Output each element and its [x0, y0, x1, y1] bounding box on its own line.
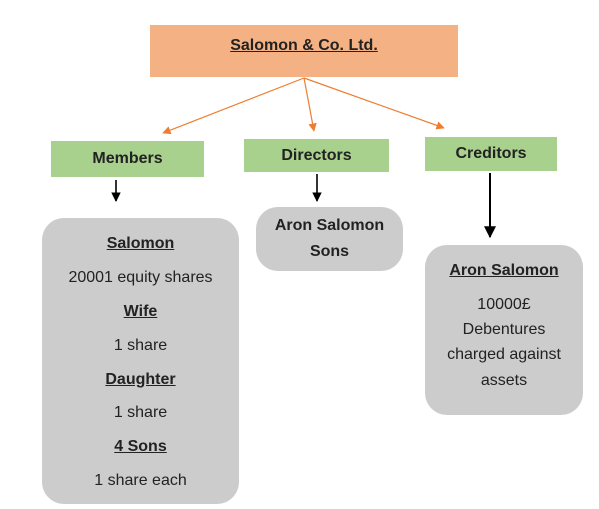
member-holding: 20001 equity shares — [68, 269, 213, 286]
member-holding: 1 share each — [94, 472, 187, 489]
company-box: Salomon & Co. Ltd. — [150, 25, 458, 77]
member-holding: 1 share — [113, 404, 168, 421]
directors-label: Directors — [281, 146, 352, 164]
member-name: Daughter — [105, 371, 176, 388]
creditors-detail-box: Aron Salomon 10000£ Debentures charged a… — [425, 245, 583, 415]
members-label: Members — [92, 150, 163, 167]
creditor-name: Aron Salomon — [449, 262, 559, 279]
directors-detail-box: Aron Salomon Sons — [256, 207, 403, 271]
root-to-directors-arrow — [303, 77, 317, 132]
director-line: Aron Salomon — [274, 217, 385, 234]
creditor-detail-line: Debentures — [462, 321, 546, 338]
member-name: Salomon — [106, 235, 175, 252]
member-holding: 1 share — [113, 337, 168, 354]
creditor-amount: 10000£ — [477, 296, 531, 313]
creditors-category-box: Creditors — [425, 137, 557, 171]
creditor-detail-line: charged against — [447, 346, 561, 363]
directors-category-box: Directors — [244, 139, 389, 172]
director-line: Sons — [309, 243, 350, 260]
member-name: 4 Sons — [114, 438, 167, 455]
members-detail-box: Salomon 20001 equity shares Wife 1 share… — [42, 218, 239, 504]
company-name: Salomon & Co. Ltd. — [230, 37, 378, 54]
members-category-box: Members — [51, 141, 204, 177]
member-name: Wife — [123, 303, 158, 320]
creditors-label: Creditors — [455, 145, 527, 162]
root-to-creditors-arrow — [303, 77, 445, 130]
creditor-detail-line: assets — [480, 372, 528, 389]
root-to-members-arrow — [162, 77, 305, 135]
